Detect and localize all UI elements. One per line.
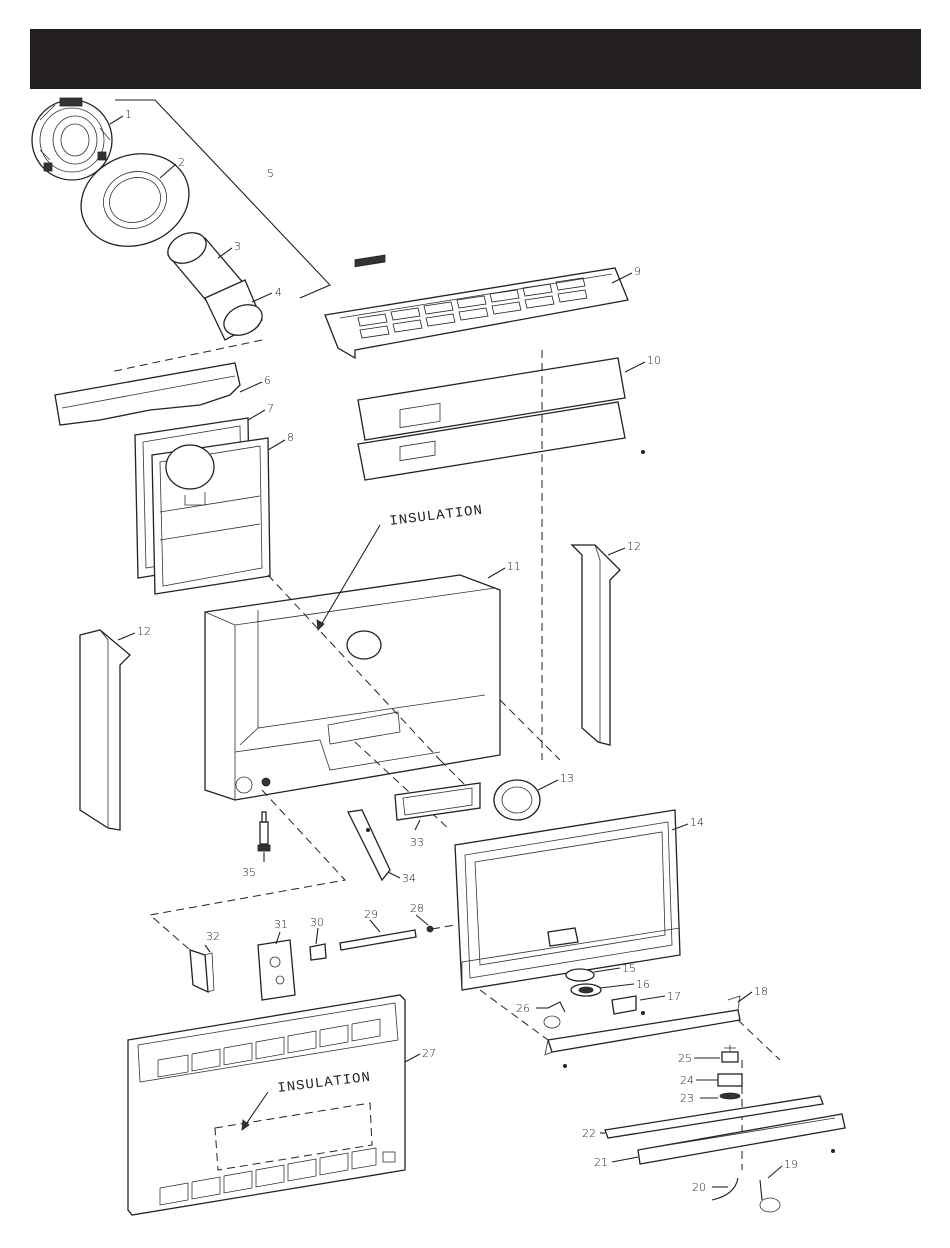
part-18-burner-rail: [545, 996, 740, 1068]
part-9-top-grille: [325, 255, 628, 358]
label-part-32: 32: [206, 930, 220, 943]
label-part-31: 31: [274, 918, 288, 931]
label-part-34: 34: [402, 872, 416, 885]
part-35-fitting: [258, 812, 270, 851]
part-23-gasket: [720, 1093, 740, 1099]
label-part-20: 20: [692, 1181, 706, 1194]
label-part-9: 9: [634, 265, 641, 278]
part-10-top-panels: [358, 358, 645, 480]
label-part-17: 17: [667, 990, 681, 1003]
label-part-16: 16: [636, 978, 650, 991]
part-8-frame: [152, 438, 270, 594]
part-24-pilot-shield: [718, 1074, 742, 1086]
part-27-front-panel: [128, 995, 405, 1215]
label-part-21: 21: [594, 1156, 608, 1169]
label-part-25: 25: [678, 1052, 692, 1065]
label-part-2: 2: [178, 156, 185, 169]
part-1-vent-cap: [32, 98, 112, 180]
part-29-gas-tube: [340, 930, 416, 950]
part-31-gas-valve: [258, 940, 295, 1000]
label-part-29: 29: [364, 908, 378, 921]
label-part-14: 14: [690, 816, 704, 829]
part-15-gasket: [566, 969, 594, 981]
label-part-10: 10: [647, 354, 661, 367]
label-part-12-left: 12: [137, 625, 151, 638]
part-19-thermocouple: [760, 1180, 780, 1212]
label-part-18: 18: [754, 985, 768, 998]
label-part-27: 27: [422, 1047, 436, 1060]
label-part-33: 33: [410, 836, 424, 849]
label-part-13: 13: [560, 772, 574, 785]
label-part-22: 22: [582, 1127, 596, 1140]
label-part-6: 6: [264, 374, 271, 387]
part-17-bracket: [612, 996, 645, 1015]
label-part-5: 5: [267, 167, 274, 180]
part-20-pilot-tube: [712, 1178, 738, 1200]
label-part-23: 23: [680, 1092, 694, 1105]
part-6-mounting-bracket: [55, 363, 240, 425]
part-14-glass-frame: [455, 810, 680, 990]
part-25-pilot: [722, 1045, 738, 1062]
part-11-firebox: [205, 575, 500, 800]
part-12-side-panel-right: [572, 545, 620, 745]
part-26-clip: [544, 1002, 565, 1028]
label-part-15: 15: [622, 962, 636, 975]
part-30-connector: [310, 944, 326, 960]
label-part-26: 26: [516, 1002, 530, 1015]
part-12-side-panel-left: [80, 630, 130, 830]
part-32-valve-bracket: [190, 950, 214, 992]
label-part-1: 1: [125, 108, 132, 121]
part-16-gasket: [571, 984, 601, 996]
label-part-28: 28: [410, 902, 424, 915]
insulation-label-top: INSULATION: [389, 503, 484, 530]
label-part-4: 4: [275, 286, 282, 299]
label-part-3: 3: [234, 240, 241, 253]
part-33-burner-box: [395, 783, 480, 820]
label-part-19: 19: [784, 1158, 798, 1171]
label-part-35: 35: [242, 866, 256, 879]
part-34-deflector: [348, 810, 390, 880]
label-part-12-right: 12: [627, 540, 641, 553]
label-part-24: 24: [680, 1074, 694, 1087]
label-part-30: 30: [310, 916, 324, 929]
label-part-8: 8: [287, 431, 294, 444]
label-part-7: 7: [267, 402, 274, 415]
label-part-11: 11: [507, 560, 521, 573]
part-13-ring-gasket: [494, 780, 540, 820]
